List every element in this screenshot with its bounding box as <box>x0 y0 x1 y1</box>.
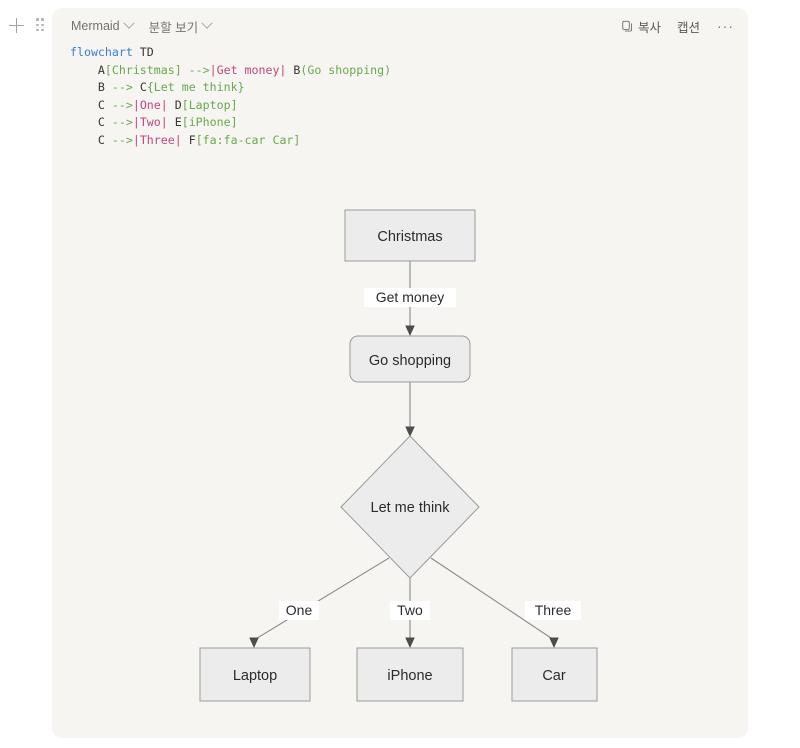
code-token-plain: C <box>97 132 112 147</box>
code-line: C -->|One| D[Laptop] <box>70 97 734 115</box>
code-token-plain: E <box>167 115 182 130</box>
code-token-node: [iPhone] <box>181 115 238 130</box>
node-laptop-label: Laptop <box>233 668 277 684</box>
code-line: C -->|Two| E[iPhone] <box>70 114 734 132</box>
edge-label-get-money: Get money <box>376 289 444 305</box>
caption-button-label: 캡션 <box>676 20 700 35</box>
view-mode-selector[interactable]: 분할 보기 <box>144 14 216 39</box>
node-car[interactable]: Car <box>511 647 598 702</box>
chevron-down-icon <box>122 17 135 29</box>
mermaid-diagram-preview: Get money One Two Three Christmas Go sho… <box>52 128 748 728</box>
code-token-label: |One| <box>132 97 168 112</box>
node-let-me-think[interactable]: Let me think <box>340 435 480 579</box>
edge-c-to-d <box>253 557 390 641</box>
edge-label-bg <box>364 288 456 307</box>
node-iphone[interactable]: iPhone <box>356 647 464 702</box>
edge-a-to-b-arrowhead <box>405 325 415 336</box>
node-laptop[interactable]: Laptop <box>199 647 311 702</box>
code-token-label: |Two| <box>132 115 168 130</box>
block-toolbar: Mermaid 분할 보기 복사 캡션 <box>52 8 748 44</box>
code-token-kw: flowchart <box>70 45 133 59</box>
edge-c-to-f <box>430 557 555 641</box>
copy-icon <box>621 20 634 33</box>
edge-label-bg <box>279 601 319 620</box>
node-go-shopping-shape <box>349 335 471 383</box>
code-line: B --> C{Let me think} <box>70 79 734 97</box>
node-christmas[interactable]: Christmas <box>344 209 476 262</box>
edge-b-to-c-arrowhead <box>405 426 415 437</box>
toolbar-right-group: 복사 캡션 ··· <box>614 13 742 40</box>
node-iphone-label: iPhone <box>387 668 432 684</box>
code-token-plain: B <box>286 62 301 77</box>
flowchart-svg: Get money One Two Three Christmas Go sho… <box>199 209 598 702</box>
drag-handle-icon <box>35 18 44 32</box>
language-selector[interactable]: Mermaid <box>66 16 138 36</box>
node-iphone-shape <box>356 647 464 702</box>
code-token-node: (Go shopping) <box>300 62 392 77</box>
edge-group <box>249 261 559 648</box>
node-let-me-think-shape <box>340 435 480 579</box>
code-token-plain: A <box>97 62 105 77</box>
code-token-node: [fa:fa-car Car] <box>195 132 301 147</box>
code-token-plain: F <box>181 132 196 147</box>
code-token-label: |Get money| <box>209 62 287 77</box>
code-line: A[Christmas] -->|Get money| B(Go shoppin… <box>70 62 734 80</box>
code-token-node: [Laptop] <box>181 97 238 112</box>
code-indent <box>70 63 98 77</box>
code-line: flowchart TD <box>70 44 734 62</box>
node-christmas-label: Christmas <box>377 229 442 245</box>
mermaid-block: Mermaid 분할 보기 복사 캡션 <box>52 8 748 738</box>
copy-button-label: 복사 <box>637 20 661 35</box>
code-token-plain: D <box>167 97 182 112</box>
code-indent <box>70 98 98 112</box>
mermaid-source-code[interactable]: flowchart TD A[Christmas] -->|Get money|… <box>70 44 734 150</box>
copy-button[interactable]: 복사 <box>614 13 668 40</box>
code-token-arrow: --> <box>111 115 133 130</box>
node-go-shopping[interactable]: Go shopping <box>349 335 471 383</box>
edge-c-to-d-arrowhead <box>249 637 259 648</box>
code-token-plain: C <box>97 97 112 112</box>
view-mode-label: 분할 보기 <box>148 20 199 35</box>
caption-button[interactable]: 캡션 <box>670 13 707 40</box>
code-token-arrow: --> <box>111 97 133 112</box>
edge-label-group: Get money One Two Three <box>279 288 581 620</box>
edge-label-three: Three <box>535 602 572 618</box>
edge-label-bg <box>390 601 430 620</box>
code-token-node: {Let me think} <box>146 80 245 95</box>
node-let-me-think-label: Let me think <box>371 500 451 516</box>
edge-label-two: Two <box>397 602 423 618</box>
plus-icon <box>8 17 24 33</box>
code-token-arrow: --> <box>111 80 133 95</box>
more-options-button[interactable]: ··· <box>709 14 742 38</box>
edge-c-to-f-arrowhead <box>549 637 559 648</box>
code-token-label: |Three| <box>132 132 182 147</box>
code-token-plain: C <box>132 80 147 95</box>
block-gutter-controls <box>0 8 52 42</box>
code-token-plain: B <box>97 80 112 95</box>
toolbar-left-group: Mermaid 분할 보기 <box>66 14 216 39</box>
node-laptop-shape <box>199 647 311 702</box>
code-token-arrow: --> <box>188 62 210 77</box>
code-line: C -->|Three| F[fa:fa-car Car] <box>70 132 734 150</box>
node-christmas-shape <box>344 209 476 262</box>
code-token-plain <box>182 63 189 77</box>
more-options-icon: ··· <box>717 18 734 34</box>
node-go-shopping-label: Go shopping <box>369 353 451 369</box>
add-block-button[interactable] <box>6 15 26 35</box>
code-token-plain: C <box>97 115 112 130</box>
node-car-label: Car <box>542 668 566 684</box>
code-token-node: [Christmas] <box>104 62 182 77</box>
code-indent <box>70 80 98 94</box>
chevron-down-icon <box>201 17 213 29</box>
language-label: Mermaid <box>71 19 120 33</box>
edge-c-to-e-arrowhead <box>405 637 415 648</box>
code-token-arrow: --> <box>111 132 133 147</box>
edge-label-bg <box>525 601 581 620</box>
node-car-shape <box>511 647 598 702</box>
drag-handle-button[interactable] <box>30 15 50 35</box>
code-token-plain: TD <box>132 45 154 59</box>
edge-label-one: One <box>286 602 313 618</box>
